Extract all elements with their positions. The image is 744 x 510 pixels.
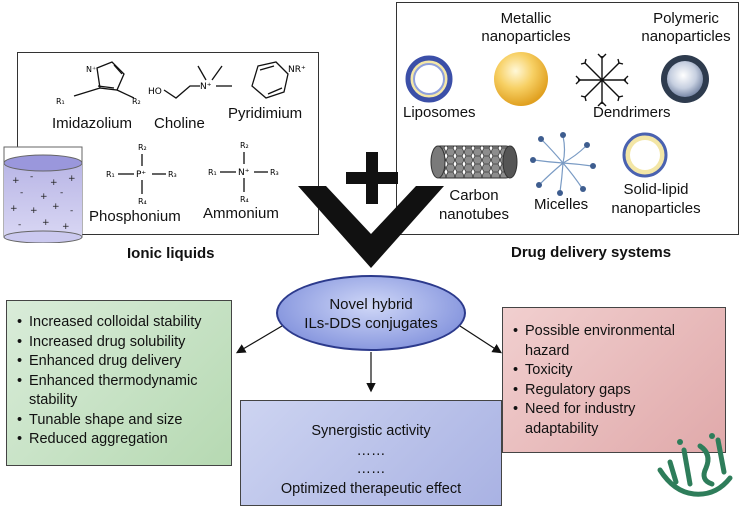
svg-text:+: + [40, 192, 48, 202]
choline-label: Choline [154, 115, 205, 132]
svg-text:-: - [70, 206, 73, 216]
svg-text:+: + [50, 178, 58, 188]
arrow-right [459, 325, 503, 354]
disadvantage-item: Toxicity [511, 361, 719, 381]
svg-text:-: - [20, 188, 23, 198]
choline-structure: HO N⁺ [148, 65, 232, 99]
svg-text:+: + [52, 202, 60, 212]
outcome-box: Synergistic activity …… …… Optimized the… [240, 400, 502, 506]
dendrimer-icon [575, 53, 629, 107]
advantage-item: Enhanced thermodynamic stability [15, 372, 224, 411]
svg-text:+: + [30, 206, 38, 216]
disadvantage-item: Possible environmental hazard [511, 322, 715, 361]
svg-text:R₂: R₂ [132, 97, 141, 106]
svg-text:P⁺: P⁺ [136, 170, 146, 180]
ionic-liquid-beaker-icon: +-++ -+- +++- -++ [3, 146, 83, 243]
disadvantage-item: Regulatory gaps [511, 381, 719, 401]
svg-text:+: + [12, 176, 20, 186]
advantages-box: Increased colloidal stability Increased … [6, 300, 232, 466]
outcome-line-1: Synergistic activity [311, 423, 431, 439]
plus-icon [346, 152, 398, 204]
arrow-left [235, 325, 283, 354]
ellipse-line-1: Novel hybrid [329, 296, 413, 313]
solid-lipid-nanoparticle-icon [622, 132, 668, 178]
svg-text:R₁: R₁ [106, 170, 115, 179]
micelle-icon [530, 132, 596, 196]
svg-text:R₂: R₂ [240, 141, 249, 150]
phosphonium-structure: R₂ R₁ P⁺ R₃ R₄ [106, 143, 177, 206]
svg-text:N⁺: N⁺ [86, 65, 96, 74]
advantage-item: Reduced aggregation [15, 430, 225, 450]
disadvantages-box: Possible environmental hazard Toxicity R… [502, 307, 726, 453]
svg-text:HO: HO [148, 87, 162, 97]
svg-text:-: - [30, 172, 33, 182]
advantage-item: Enhanced drug delivery [15, 352, 225, 372]
svg-text:N⁺: N⁺ [238, 168, 250, 178]
ionic-liquids-caption: Ionic liquids [127, 245, 215, 262]
phosphonium-label: Phosphonium [89, 208, 181, 225]
outcome-line-4: Optimized therapeutic effect [280, 481, 462, 497]
merge-chevron-icon [298, 186, 444, 268]
advantage-item: Increased colloidal stability [15, 313, 225, 333]
pyridimium-label: Pyridimium [228, 105, 303, 122]
svg-text:R₁: R₁ [208, 168, 217, 177]
svg-text:R₄: R₄ [138, 197, 147, 206]
advantage-item: Tunable shape and size [15, 411, 225, 431]
metallic-nanoparticle-icon [494, 52, 548, 106]
svg-text:R₃: R₃ [270, 168, 279, 177]
svg-text:+: + [42, 218, 50, 228]
svg-text:+: + [10, 204, 18, 214]
outcome-line-2: …… [356, 443, 386, 459]
drug-delivery-panel [396, 2, 739, 235]
dendrimers-label: Dendrimers [593, 104, 671, 121]
svg-text:NR⁺: NR⁺ [288, 65, 306, 75]
ammonium-structure: R₂ R₁ N⁺ R₃ R₄ [208, 141, 279, 204]
advantages-list: Increased colloidal stability Increased … [15, 313, 225, 450]
polymeric-nanoparticle-icon [661, 55, 709, 103]
hybrid-conjugates-ellipse: Novel hybrid ILs-DDS conjugates [276, 275, 466, 351]
advantage-item: Increased drug solubility [15, 333, 225, 353]
imidazolium-label: Imidazolium [52, 115, 133, 132]
svg-text:R₃: R₃ [168, 170, 177, 179]
svg-text:-: - [18, 220, 21, 230]
pyridimium-structure: NR⁺ [251, 61, 306, 99]
ellipse-line-2: ILs-DDS conjugates [304, 315, 438, 332]
ammonium-label: Ammonium [203, 205, 279, 222]
liposome-icon [405, 55, 453, 103]
imidazolium-structure: N⁺ R₁ R₂ [56, 61, 141, 106]
svg-text:R₄: R₄ [240, 195, 249, 204]
watermark-logo [657, 433, 733, 497]
disadvantage-item: Need for industry adaptability [511, 400, 695, 439]
outcome-line-3: …… [356, 461, 386, 477]
svg-text:R₁: R₁ [56, 97, 65, 106]
svg-text:R₂: R₂ [138, 143, 147, 152]
carbon-nanotube-icon [430, 145, 518, 179]
liposomes-label: Liposomes [403, 104, 476, 121]
svg-text:-: - [60, 188, 63, 198]
micelles-label: Micelles [534, 196, 589, 213]
svg-text:+: + [62, 222, 70, 232]
svg-text:N⁺: N⁺ [200, 82, 212, 92]
disadvantages-list: Possible environmental hazard Toxicity R… [511, 322, 719, 439]
drug-delivery-caption: Drug delivery systems [511, 244, 672, 261]
svg-text:+: + [68, 174, 76, 184]
